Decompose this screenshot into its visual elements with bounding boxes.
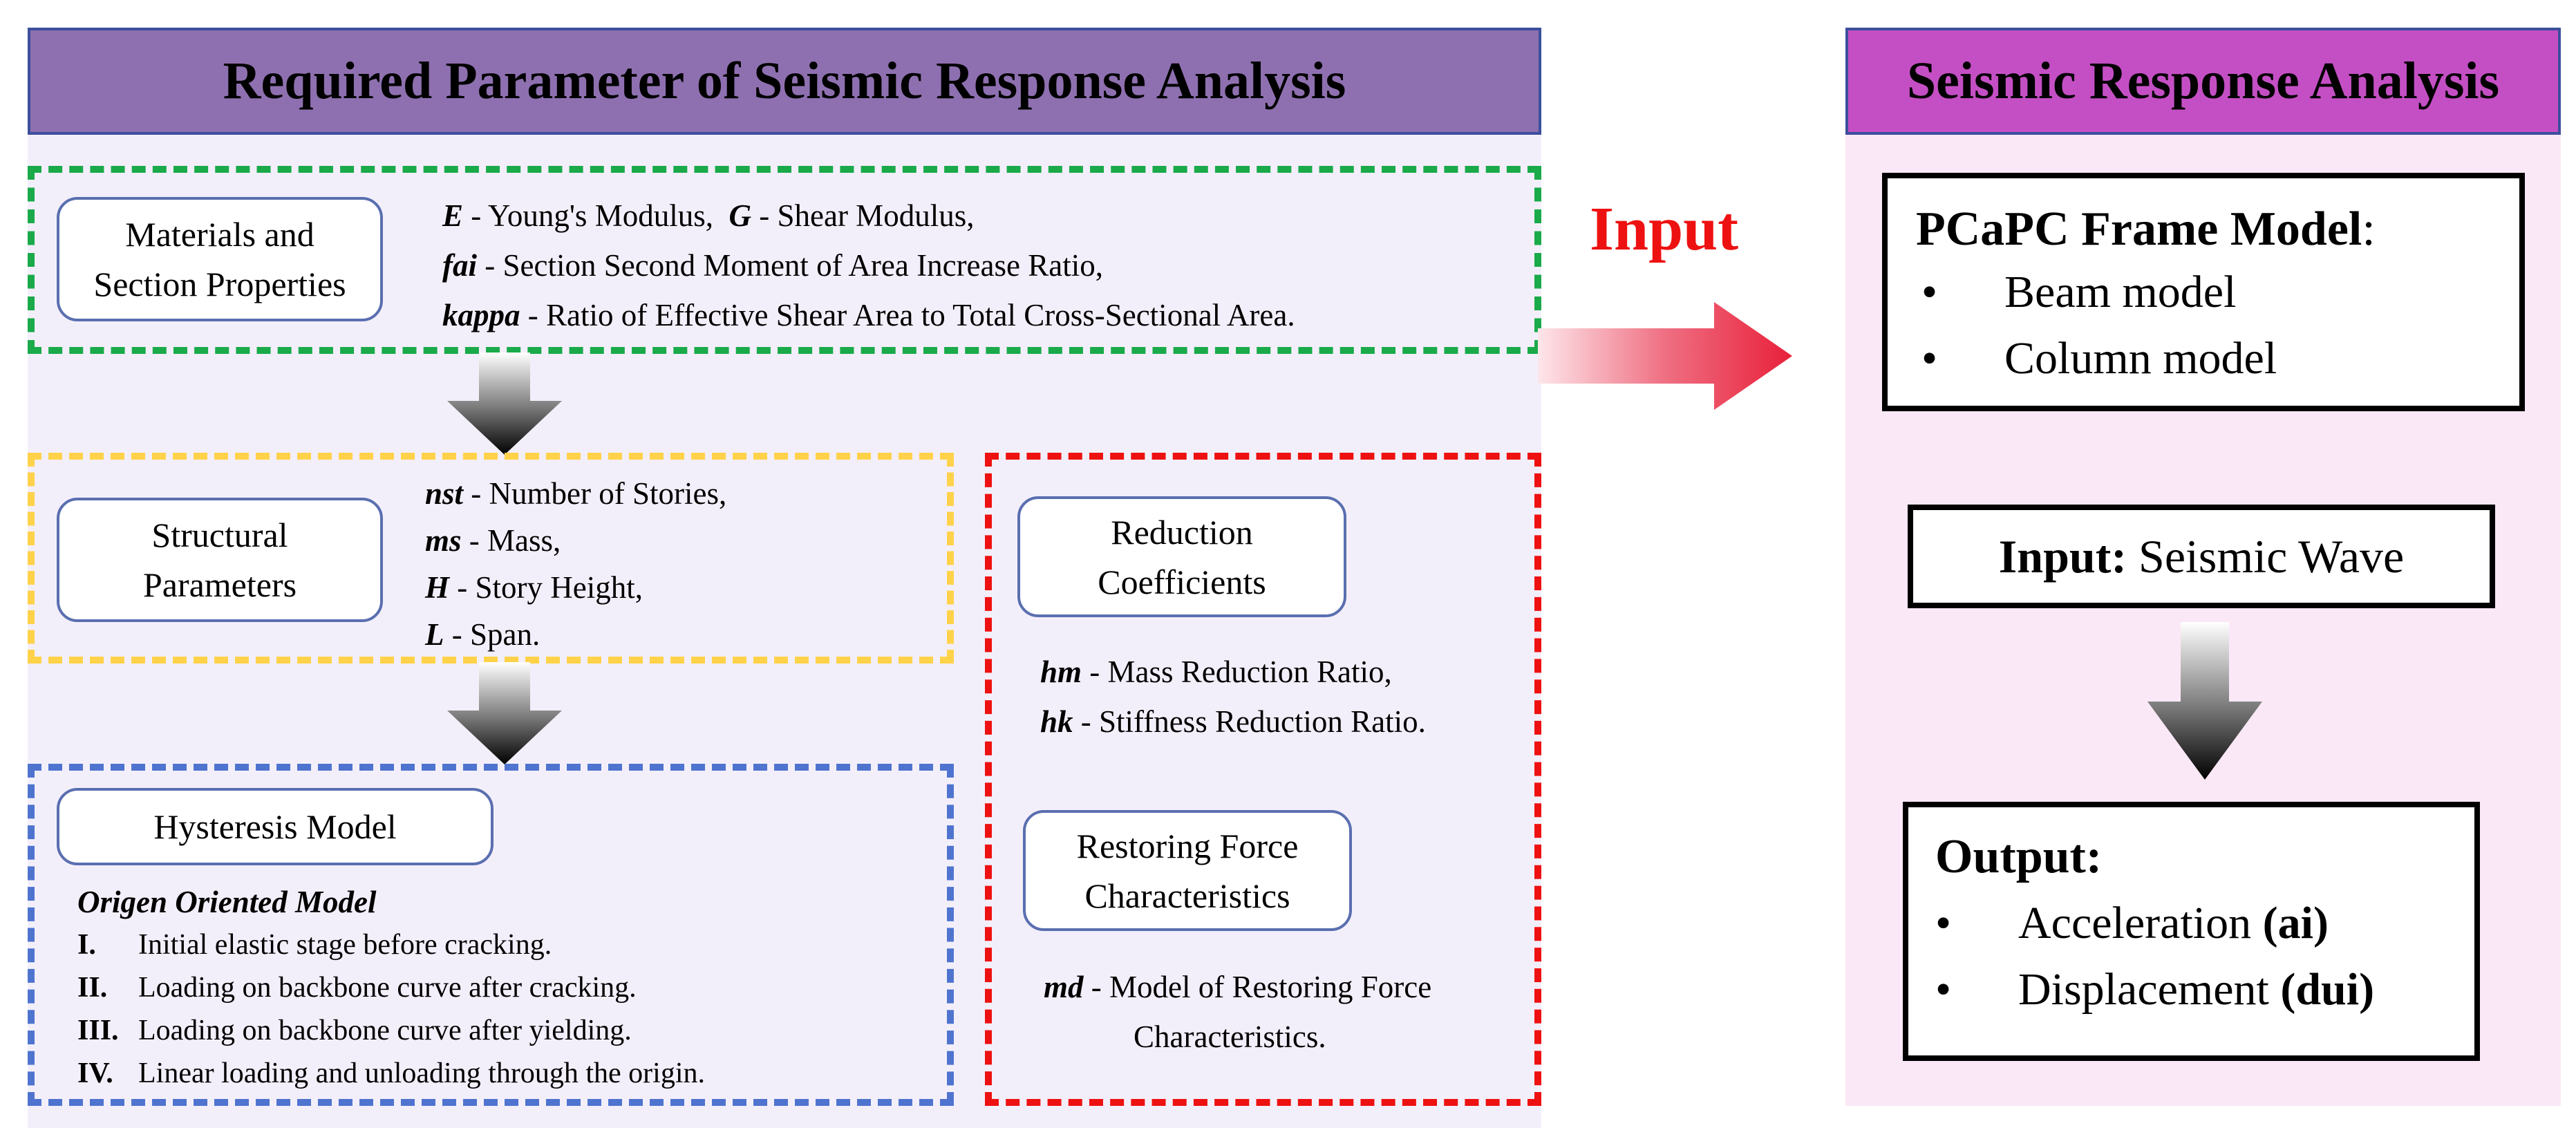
- param-desc: - Stiffness Reduction Ratio.: [1073, 704, 1426, 739]
- down-arrow-icon: [447, 352, 562, 455]
- output-list: • Acceleration (ai) • Displacement (dui): [1935, 890, 2374, 1023]
- param-desc: - Shear Modulus,: [751, 198, 975, 233]
- param-symbol: hm: [1040, 655, 1082, 689]
- restoring-box-line1: Restoring Force: [1076, 826, 1299, 865]
- hysteresis-model-title: Origen Oriented Model: [77, 878, 377, 926]
- reduction-params: hm - Mass Reduction Ratio, hk - Stiffnes…: [1040, 647, 1426, 746]
- list-item: • Displacement (dui): [1935, 957, 2374, 1023]
- output-symbol: (ai): [2262, 898, 2329, 948]
- materials-params: E - Young's Modulus, G - Shear Modulus, …: [442, 191, 1295, 340]
- frame-model-title-text: PCaPC Frame Model: [1916, 203, 2362, 256]
- param-symbol: ms: [425, 523, 462, 558]
- input-arrow-label: Input: [1590, 195, 1739, 263]
- bullet-icon: •: [1921, 333, 1938, 384]
- materials-box-line2: Section Properties: [93, 265, 346, 303]
- stage-number: IV.: [77, 1058, 113, 1089]
- hysteresis-box: Hysteresis Model: [57, 788, 493, 865]
- param-desc: - Young's Modulus,: [463, 198, 729, 233]
- output-title-text: Output:: [1935, 830, 2103, 883]
- param-symbol: L: [425, 617, 444, 652]
- restoring-params: md - Model of Restoring Force Characteri…: [1044, 962, 1431, 1062]
- list-item-text: Column model: [2004, 333, 2277, 384]
- output-symbol: (dui): [2280, 964, 2375, 1015]
- left-header: Required Parameter of Seismic Response A…: [28, 28, 1541, 135]
- structural-params: nst - Number of Stories, ms - Mass, H - …: [425, 470, 726, 658]
- param-desc: - Model of Restoring Force: [1083, 970, 1432, 1004]
- down-arrow-icon: [447, 662, 562, 764]
- bullet-icon: •: [1921, 267, 1938, 317]
- param-symbol: hk: [1040, 704, 1073, 739]
- param-symbol: fai: [442, 248, 477, 283]
- output-box: [1903, 802, 2480, 1061]
- stage-number: III.: [77, 1015, 119, 1046]
- param-symbol: H: [425, 570, 450, 605]
- param-desc-continued: Characteristics.: [1134, 1019, 1326, 1054]
- param-symbol: E: [442, 198, 464, 233]
- stage-item: III. Loading on backbone curve after yiel…: [77, 1009, 705, 1052]
- param-desc: - Mass,: [461, 523, 561, 558]
- stage-number: II.: [77, 972, 108, 1004]
- param-symbol: md: [1044, 970, 1084, 1004]
- materials-section: [28, 166, 1541, 354]
- list-item: • Beam model: [1921, 259, 2277, 326]
- seismic-input-label: Input:: [1998, 529, 2127, 583]
- model-title-text: Origen Oriented Model: [77, 885, 377, 919]
- param-symbol: kappa: [442, 298, 520, 332]
- param-desc: - Span.: [444, 617, 540, 652]
- hysteresis-stages: I. Initial elastic stage before cracking.…: [77, 923, 705, 1095]
- output-title: Output:: [1935, 829, 2102, 885]
- right-header: Seismic Response Analysis: [1845, 28, 2561, 135]
- stage-item: IV. Linear loading and unloading through …: [77, 1052, 705, 1095]
- list-item-text: Displacement: [2018, 964, 2281, 1015]
- bullet-icon: •: [1935, 898, 1952, 948]
- list-item: • Acceleration (ai): [1935, 890, 2374, 957]
- param-desc: - Ratio of Effective Shear Area to Total…: [520, 298, 1295, 332]
- param-desc: - Mass Reduction Ratio,: [1082, 655, 1392, 689]
- list-item-text: Acceleration: [2018, 898, 2263, 948]
- param-symbol: nst: [425, 476, 464, 511]
- structural-section: [28, 453, 954, 664]
- stage-text: Linear loading and unloading through the…: [138, 1058, 705, 1089]
- seismic-input-box: Input: Seismic Wave: [1908, 505, 2495, 608]
- param-symbol: G: [728, 198, 751, 233]
- stage-number: I.: [77, 929, 96, 961]
- down-arrow-icon: [2147, 622, 2262, 780]
- list-item: • Column model: [1921, 326, 2277, 392]
- param-desc: - Number of Stories,: [463, 476, 727, 511]
- stage-text: Loading on backbone curve after cracking…: [138, 972, 637, 1004]
- param-desc: - Section Second Moment of Area Increase…: [477, 248, 1103, 283]
- materials-box-line1: Materials and: [125, 215, 314, 254]
- structural-box-line2: Parameters: [142, 565, 297, 604]
- bullet-icon: •: [1935, 964, 1952, 1015]
- frame-model-title: PCaPC Frame Model:: [1916, 202, 2376, 257]
- frame-model-list: • Beam model • Column model: [1921, 259, 2277, 392]
- seismic-input-value: Seismic Wave: [2127, 529, 2405, 583]
- stage-item: II. Loading on backbone curve after crack…: [77, 966, 705, 1009]
- list-item-text: Beam model: [2004, 267, 2237, 317]
- stage-text: Loading on backbone curve after yielding…: [138, 1015, 632, 1046]
- structural-box-line1: Structural: [151, 516, 288, 554]
- restoring-box-line2: Characteristics: [1084, 876, 1290, 915]
- reduction-box-line2: Coefficients: [1098, 562, 1266, 601]
- reduction-box-line1: Reduction: [1111, 512, 1253, 552]
- frame-model-box: [1882, 173, 2525, 411]
- hysteresis-section: [28, 764, 954, 1106]
- stage-item: I. Initial elastic stage before cracking.: [77, 923, 705, 966]
- coefficients-section: [985, 453, 1541, 1106]
- right-arrow-icon: [1538, 302, 1792, 410]
- stage-text: Initial elastic stage before cracking.: [138, 929, 552, 961]
- frame-model-colon: :: [2362, 203, 2376, 256]
- param-desc: - Story Height,: [449, 570, 643, 605]
